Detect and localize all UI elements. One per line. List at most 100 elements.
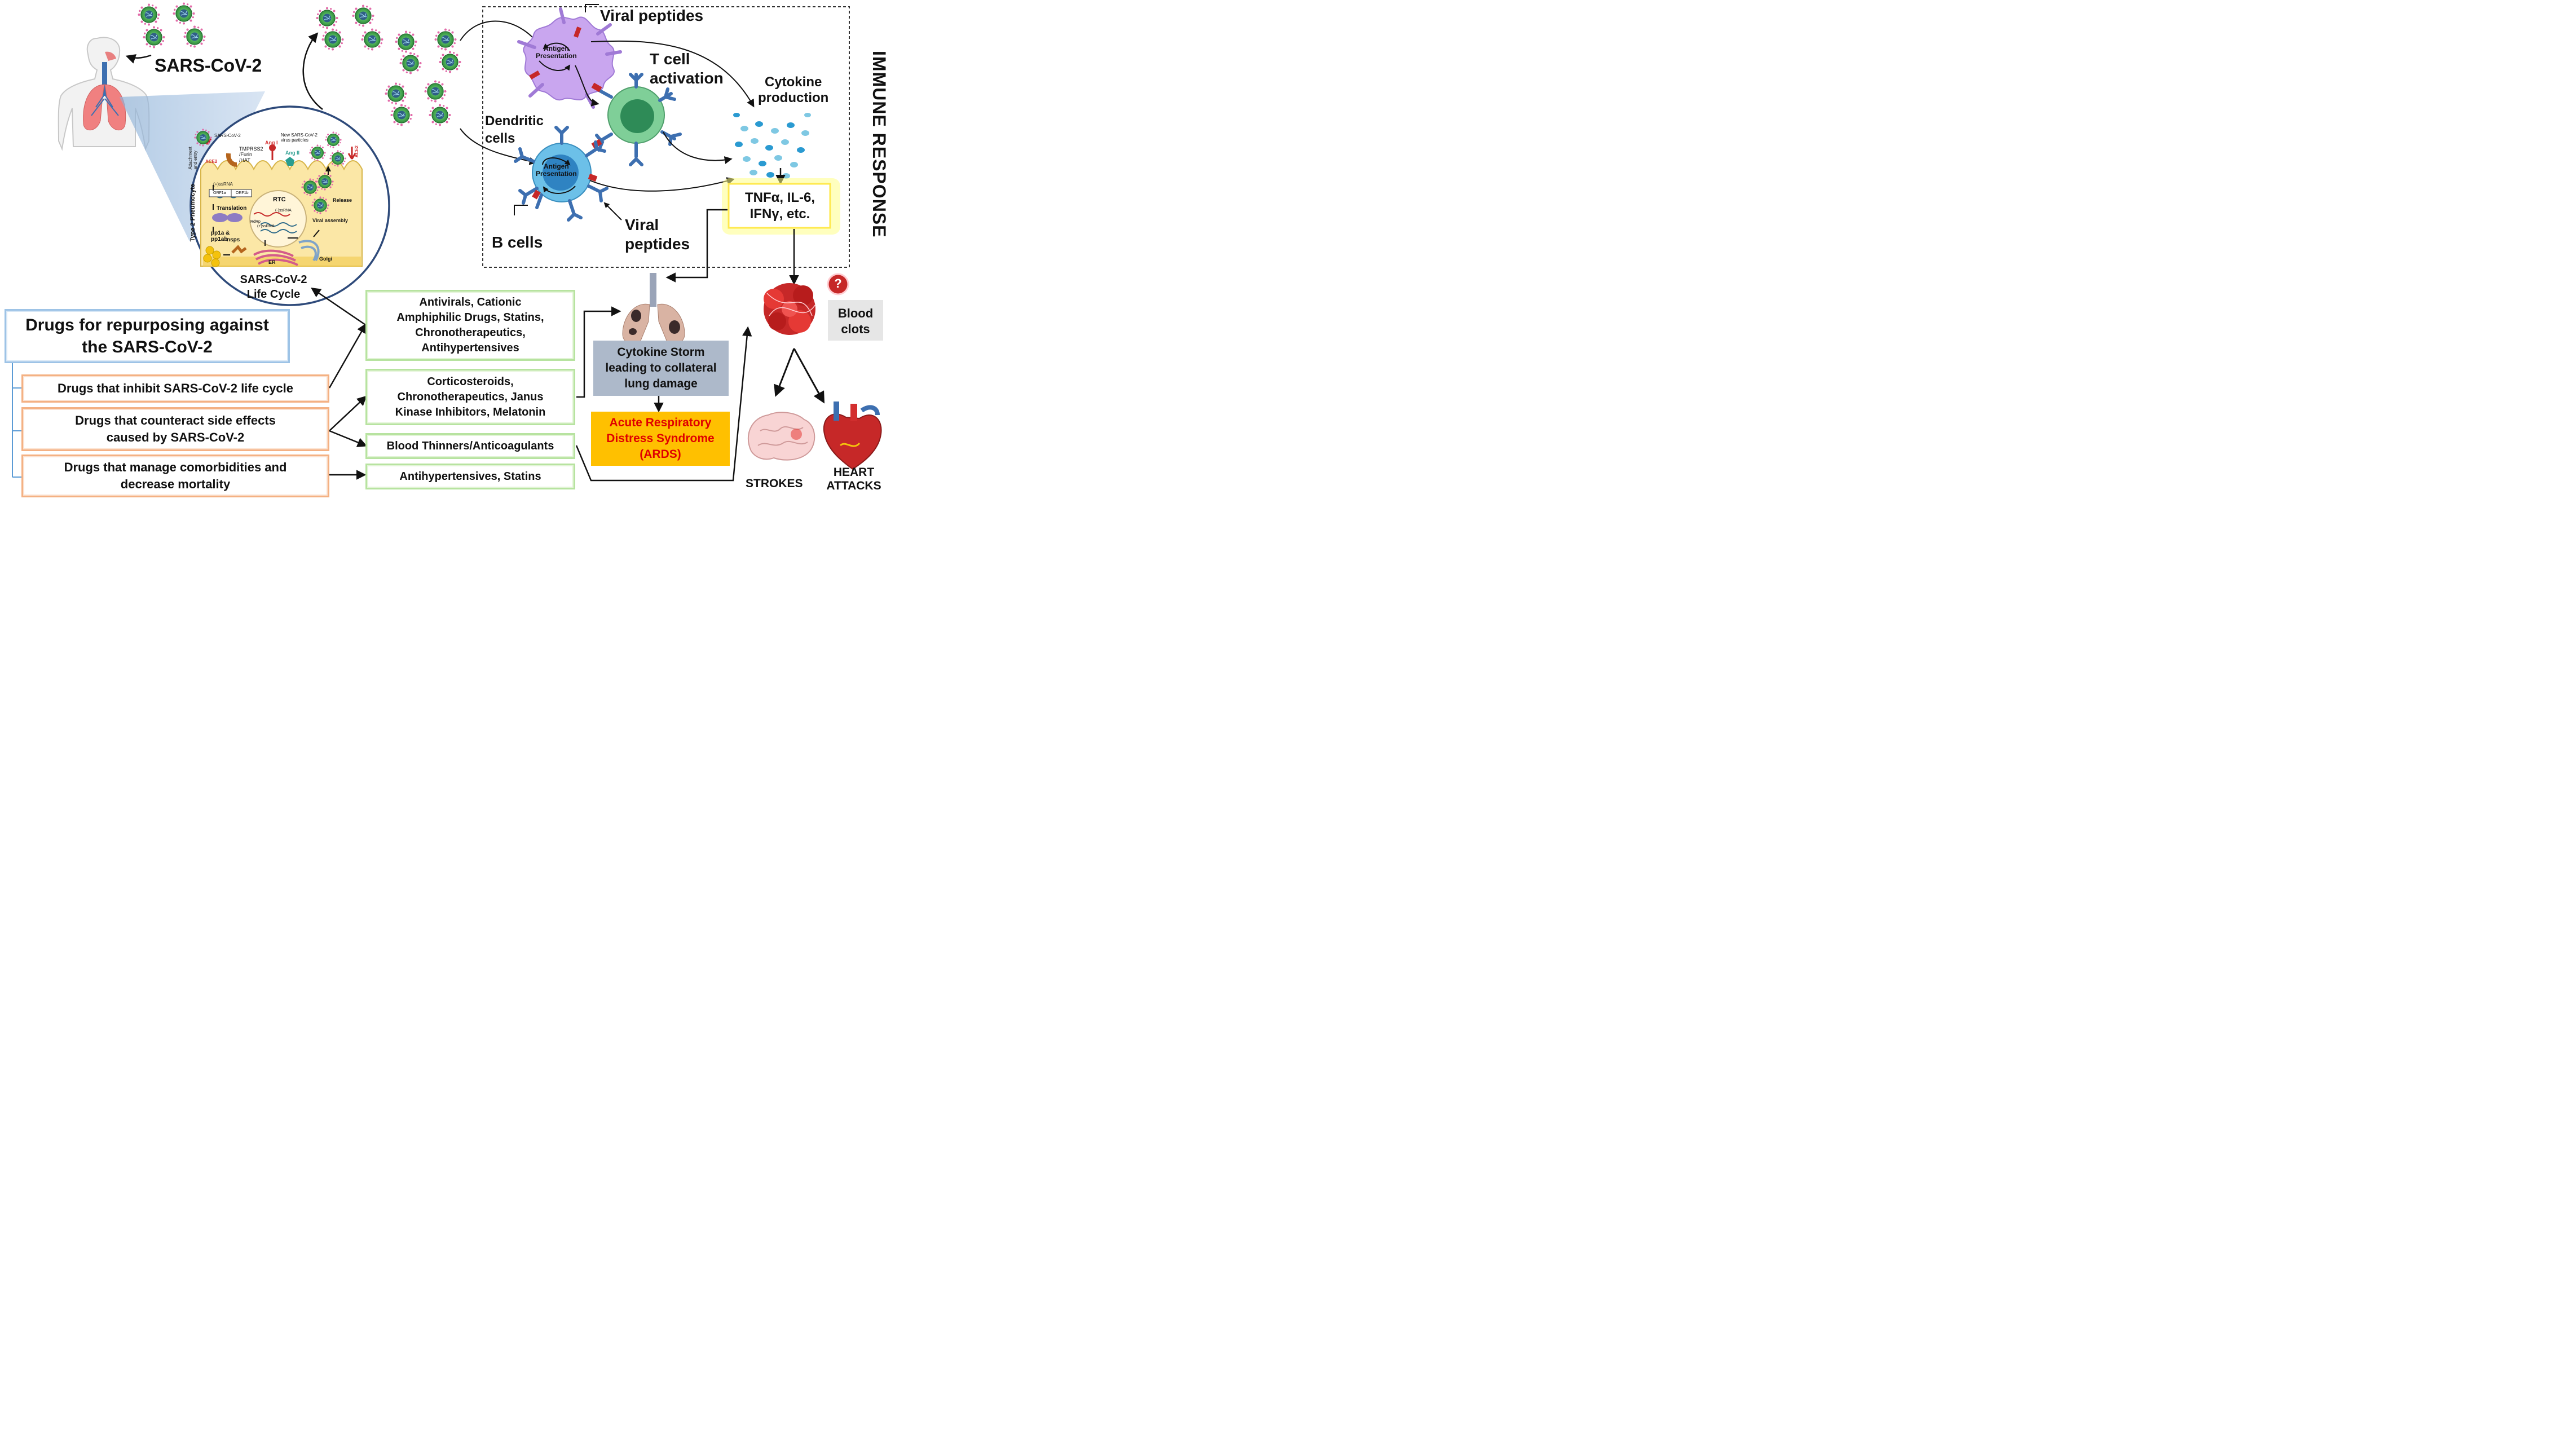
lc-translation-label: Translation — [217, 205, 247, 211]
lc-ace2-right-label: ACE2 — [354, 145, 359, 158]
class-corticosteroids-line: Corticosteroids, — [427, 375, 514, 388]
lc-attachment-line: and entry — [192, 151, 198, 170]
cytokine-list-label: TNFα, IL-6, IFNγ, etc. — [732, 189, 828, 223]
ards-line: Distress Syndrome — [606, 432, 715, 445]
thinners-to-clot-arrow — [575, 326, 752, 482]
virus-particle-icon — [352, 5, 374, 27]
class-antivirals-box: Antivirals, Cationic Amphiphilic Drugs, … — [365, 290, 575, 361]
class-corticosteroids-line: Chronotherapeutics, Janus — [397, 390, 544, 403]
ards-line: (ARDS) — [640, 447, 681, 461]
life-cycle-diagram — [189, 105, 390, 306]
lc-golgi-label: Golgi — [319, 256, 332, 262]
antigen-presentation-line: Antigen — [544, 162, 569, 170]
cytokine-production-line: production — [758, 90, 829, 105]
cytokine-particles — [733, 113, 811, 179]
cytokine-storm-line: leading to collateral — [605, 361, 717, 375]
lc-pp-label: pp1a & pp1ab — [211, 230, 230, 242]
lc-ssrna-pos-label: (+)ssRNA — [213, 182, 233, 187]
lc-er-label: ER — [268, 259, 276, 265]
life-cycle-caption-line: SARS-CoV-2 — [240, 273, 307, 286]
sars-cov-2-label: SARS-CoV-2 — [155, 55, 262, 76]
heart-attacks-line: HEART — [833, 466, 875, 479]
category-comorbidities-line: Drugs that manage comorbidities and — [64, 460, 287, 475]
virus-particle-icon — [385, 82, 407, 105]
strokes-label: STROKES — [746, 477, 803, 490]
human-body-illustration — [58, 37, 150, 151]
class-antihypertensives-line: Antihypertensives, Statins — [399, 470, 541, 483]
virus-particle-icon — [424, 80, 447, 103]
blood-clot-icon — [764, 283, 816, 335]
blood-clots-label: Blood clots — [828, 306, 883, 337]
cytokine-list-line: IFNγ, etc. — [749, 206, 810, 222]
category-comorbidities-box: Drugs that manage comorbidities and decr… — [21, 455, 329, 497]
category-counteract-line: caused by SARS-CoV-2 — [106, 430, 245, 444]
lc-pp-line: pp1ab — [211, 236, 228, 242]
virus-particle-icon — [361, 28, 383, 51]
lc-release-label: Release — [333, 197, 352, 203]
virus-particle-icon — [390, 104, 413, 126]
clot-to-stroke-arrow — [774, 348, 795, 397]
ards-box: Acute Respiratory Distress Syndrome (ARD… — [591, 412, 730, 466]
dendritic-cells-line: Dendritic — [485, 113, 544, 129]
category-counteract-line: Drugs that counteract side effects — [75, 413, 276, 428]
inhibit-to-antivirals-arrow — [328, 323, 367, 389]
category-inhibit-line: Drugs that inhibit SARS-CoV-2 life cycle — [57, 381, 294, 396]
antigen-presentation-line: Presentation — [536, 169, 577, 178]
life-cycle-caption-line: Life Cycle — [246, 288, 301, 301]
brain-icon — [748, 412, 815, 461]
release-arrow — [302, 32, 323, 110]
virus-particle-icon — [439, 51, 461, 73]
lc-ssrna-pos2-label: (+)ssRNA — [257, 224, 275, 228]
virus-particle-icon — [429, 104, 451, 126]
class-antivirals-line: Antihypertensives — [421, 342, 519, 354]
cytokine-production-line: Cytokine — [764, 74, 822, 90]
lc-ace2-left-label: ACE2 — [205, 159, 218, 164]
lc-rdrp-label: RdRp — [250, 220, 261, 224]
virus-particle-icon — [399, 52, 422, 74]
corticosteroids-to-lung-arrow — [576, 306, 621, 398]
antivirals-to-lifecycle-arrow — [311, 288, 366, 326]
lc-viral-assembly-label: Viral assembly — [312, 218, 348, 223]
virus-particle-icon — [321, 28, 344, 51]
lc-new-particles-line: New SARS-CoV-2 — [281, 133, 318, 138]
t-cell-illustration — [591, 73, 682, 166]
virus-particle-icon — [138, 3, 160, 26]
lc-nsps-label: nsps — [227, 237, 240, 243]
cytokine-storm-line: lung damage — [624, 377, 698, 390]
class-blood-thinners-box: Blood Thinners/Anticoagulants — [365, 433, 575, 459]
tcell-to-cytokine-arrow — [663, 131, 733, 164]
drugs-title-box: Drugs for repurposing against the SARS-C… — [5, 309, 290, 363]
antigen-presentation-dendritic-label: Antigen Presentation — [536, 45, 577, 59]
immune-response-title: IMMUNE RESPONSE — [868, 51, 889, 238]
virus-particle-icon — [434, 28, 457, 51]
cytokine-production-label: Cytokine production — [758, 74, 828, 105]
bcell-to-cytokine-arrow — [589, 177, 735, 192]
virus-particle-icon — [143, 26, 165, 48]
antigen-presentation-line: Presentation — [536, 51, 577, 60]
ards-line: Acute Respiratory — [609, 416, 712, 430]
drugs-title-line: Drugs for repurposing against — [25, 316, 269, 334]
heart-attacks-line: ATTACKS — [826, 479, 881, 493]
lc-attachment-label: Attachment and entry — [188, 147, 199, 169]
heart-icon — [823, 401, 882, 470]
t-cell-activation-line: activation — [650, 69, 724, 87]
antigen-presentation-bcell-label: Antigen Presentation — [536, 163, 577, 177]
lc-cell-type-label: Type 2 Pneumocyte — [189, 184, 196, 242]
class-antivirals-line: Chronotherapeutics, — [415, 327, 526, 339]
blood-clots-line: Blood — [837, 306, 874, 320]
blood-clots-box — [828, 300, 883, 341]
cytokine-to-lung-arrow — [665, 209, 728, 283]
class-blood-thinners-line: Blood Thinners/Anticoagulants — [386, 439, 554, 452]
b-cell-illustration — [514, 126, 609, 222]
lc-ssrna-neg-label: (-)ssRNA — [275, 209, 292, 213]
question-mark-label: ? — [834, 276, 842, 290]
virus-particle-icon — [173, 2, 195, 25]
class-antivirals-line: Amphiphilic Drugs, Statins, — [396, 311, 544, 324]
lc-ang1-label: Ang I — [265, 140, 278, 145]
dendritic-to-tcell-arrow — [575, 65, 599, 107]
viral-peptide-pointer — [585, 4, 599, 12]
lc-tmprss2-line: TMPRSS2 — [239, 146, 263, 152]
damaged-lung-icon — [622, 273, 685, 343]
dendritic-cells-label: Dendritic cells — [485, 113, 544, 147]
lc-pp-line: pp1a & — [211, 230, 230, 236]
